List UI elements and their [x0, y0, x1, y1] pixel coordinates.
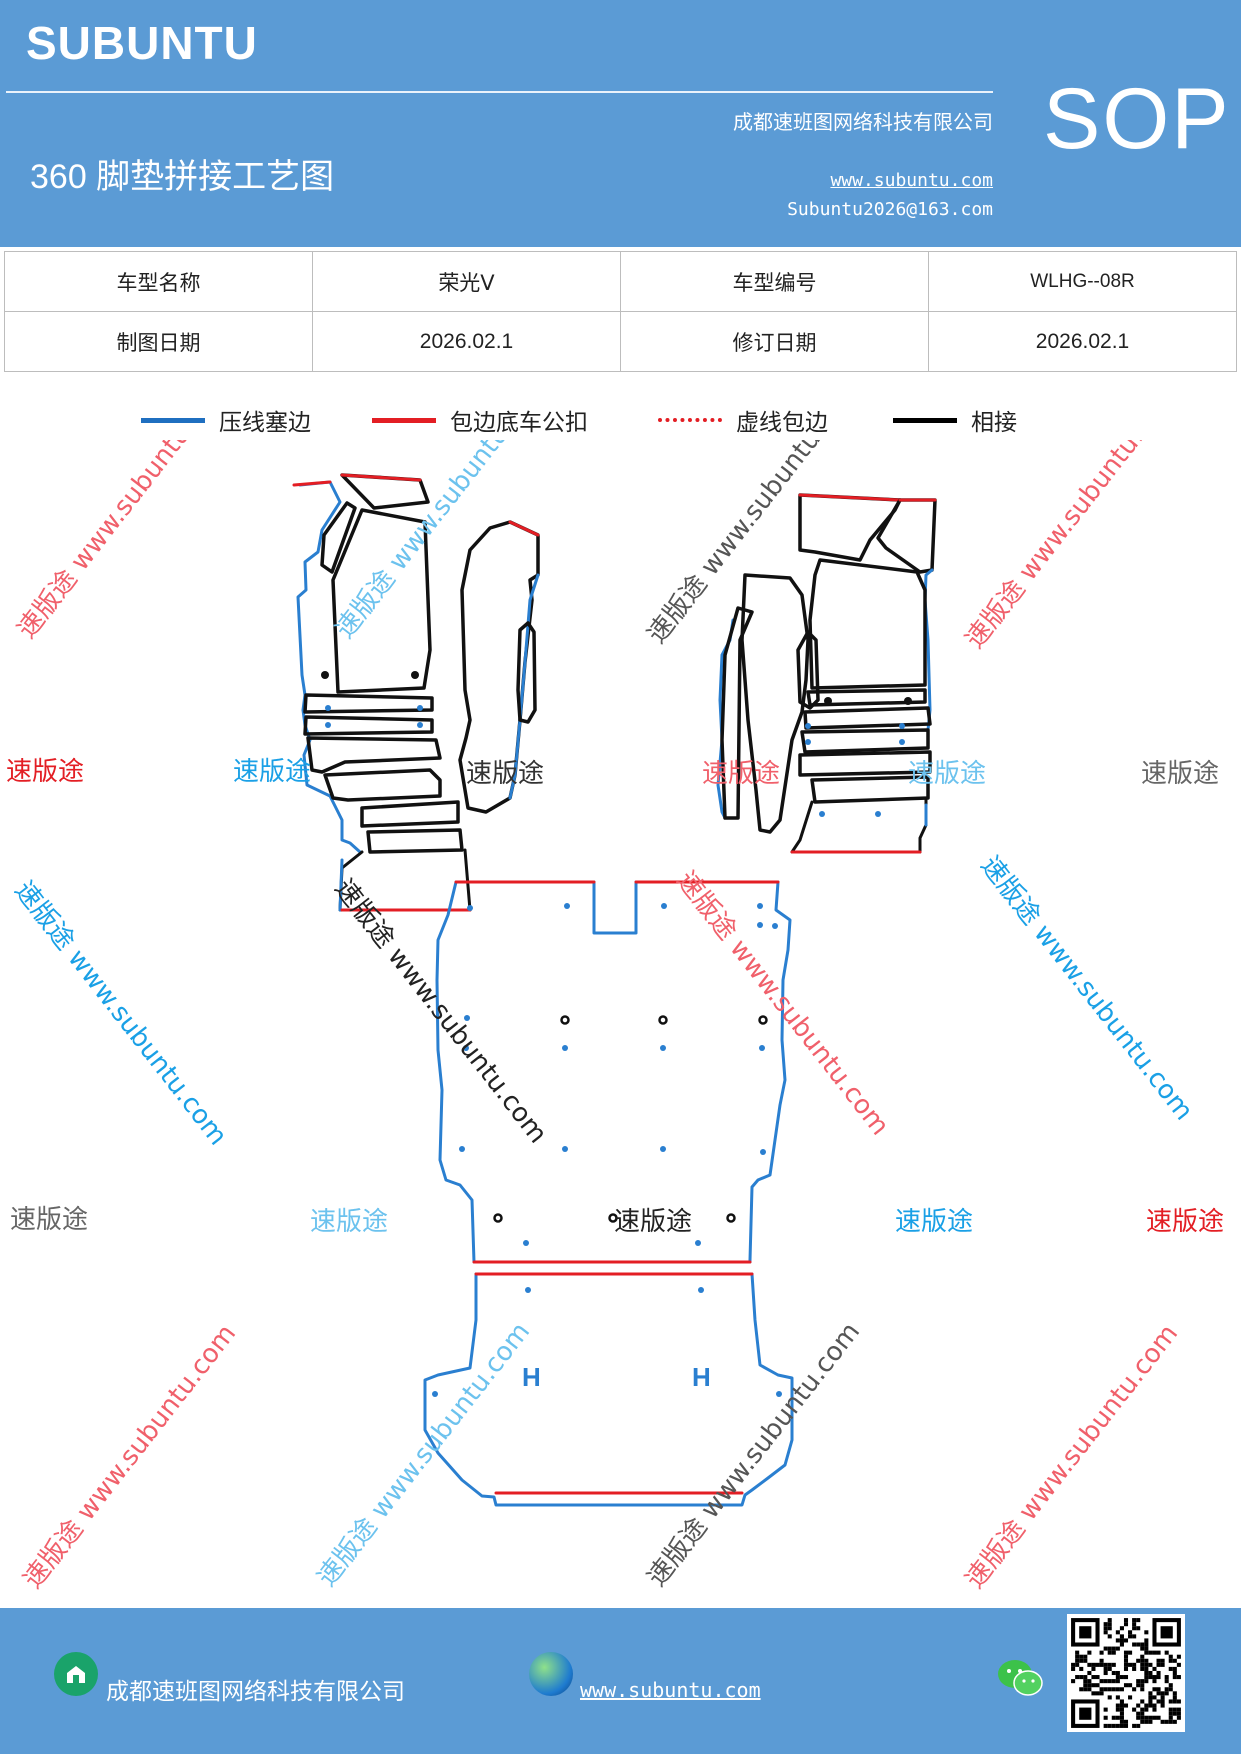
legend: 压线塞边 包边底车公扣 虚线包边 相接 [0, 400, 1241, 440]
draw-date-label: 制图日期 [4, 311, 313, 372]
model-code-value: WLHG--08R [928, 251, 1237, 312]
legend-label: 虚线包边 [736, 410, 828, 436]
footer-website-link[interactable]: www.subuntu.com [580, 1678, 761, 1702]
watermark-diagonal: 速版途 www.subuntu.com [12, 440, 236, 644]
model-code-label: 车型编号 [620, 251, 929, 312]
revise-date-value: 2026.02.1 [928, 311, 1237, 372]
watermark-text: 速版途 [908, 759, 986, 789]
rear-mark-left: H [522, 1362, 541, 1392]
legend-swatch-red [372, 417, 436, 423]
right-front-mat [716, 493, 937, 854]
legend-item-edge-clip: 包边底车公扣 [372, 400, 588, 440]
watermark-diagonal: 速版途 www.subuntu.com [670, 866, 894, 1141]
building-icon [54, 1652, 98, 1696]
revise-date-label: 修订日期 [620, 311, 929, 372]
globe-icon [529, 1652, 573, 1696]
legend-label: 压线塞边 [219, 410, 311, 436]
footer-company: 成都速班图网络科技有限公司 [106, 1679, 405, 1705]
watermark-text: 速版途 [233, 757, 311, 787]
rear-floor-mat: H H [423, 1272, 794, 1507]
legend-item-press-line: 压线塞边 [141, 400, 311, 440]
watermark-text: 速版途 [1146, 1207, 1224, 1237]
watermark-text: 速版途 [614, 1207, 692, 1237]
wechat-icon[interactable] [996, 1658, 1044, 1698]
watermark-text: 速版途 [702, 759, 780, 789]
watermark-text: 速版途 [310, 1207, 388, 1237]
header-company: 成都速班图网络科技有限公司 [733, 110, 993, 134]
page-title: 360 脚垫拼接工艺图 [30, 158, 335, 196]
watermark-diagonal: 速版途 www.subuntu.com [330, 440, 554, 644]
header-divider [6, 91, 993, 93]
legend-label: 相接 [971, 410, 1017, 436]
watermark-text: 速版途 [10, 1205, 88, 1235]
watermark-diagonal: 速版途 www.subuntu.com [960, 1319, 1184, 1594]
table-row: 制图日期 2026.02.1 修订日期 2026.02.1 [4, 311, 1237, 372]
model-name-label: 车型名称 [4, 251, 313, 312]
legend-item-joint: 相接 [893, 400, 1017, 440]
legend-swatch-black [893, 417, 957, 423]
rear-mark-right: H [692, 1362, 711, 1392]
left-front-mat [292, 473, 540, 912]
watermark-diagonal: 速版途 www.subuntu.com [642, 440, 866, 649]
watermark-diagonal: 速版途 www.subuntu.com [312, 1317, 536, 1592]
watermark-diagonal: 速版途 www.subuntu.com [960, 440, 1184, 654]
qr-code [1067, 1614, 1185, 1732]
legend-label: 包边底车公扣 [450, 410, 588, 436]
watermark-diagonal: 速版途 www.subuntu.com [974, 851, 1198, 1126]
footer-banner: 成都速班图网络科技有限公司 www.subuntu.com [0, 1608, 1241, 1754]
info-table: 车型名称 荣光Ⅴ 车型编号 WLHG--08R 制图日期 2026.02.1 修… [4, 251, 1237, 372]
watermark-diagonal: 速版途 www.subuntu.com [18, 1319, 242, 1594]
model-name-value: 荣光Ⅴ [312, 251, 621, 312]
center-floor-mat [435, 880, 792, 1264]
table-row: 车型名称 荣光Ⅴ 车型编号 WLHG--08R [4, 251, 1237, 312]
watermark-diagonal: 速版途 www.subuntu.com [8, 876, 232, 1151]
watermark-text: 速版途 [1141, 759, 1219, 789]
legend-swatch-blue [141, 417, 205, 423]
draw-date-value: 2026.02.1 [312, 311, 621, 372]
watermark-text: 速版途 [895, 1207, 973, 1237]
header-website-link[interactable]: www.subuntu.com [830, 170, 993, 191]
header-banner: SUBUNTU 成都速班图网络科技有限公司 360 脚垫拼接工艺图 www.su… [0, 0, 1241, 247]
sop-badge: SOP [1043, 71, 1231, 167]
watermark-text: 速版途 [6, 757, 84, 787]
watermark-text: 速版途 [466, 759, 544, 789]
legend-item-dotted-edge: 虚线包边 [658, 400, 828, 440]
header-email[interactable]: Subuntu2026@163.com [787, 199, 993, 220]
watermark-layer: 速版途 速版途 速版途 速版途 速版途 速版途 速版途 速版途 速版途 速版途 … [6, 440, 1224, 1594]
watermark-diagonal: 速版途 www.subuntu.com [642, 1317, 866, 1592]
mat-plan-diagram: H H 速版途 速版途 速版途 速版途 速版途 速版途 速版途 速版途 速版途 … [6, 440, 1224, 1594]
brand-logo: SUBUNTU [26, 17, 258, 69]
legend-swatch-red-dotted [658, 418, 722, 422]
